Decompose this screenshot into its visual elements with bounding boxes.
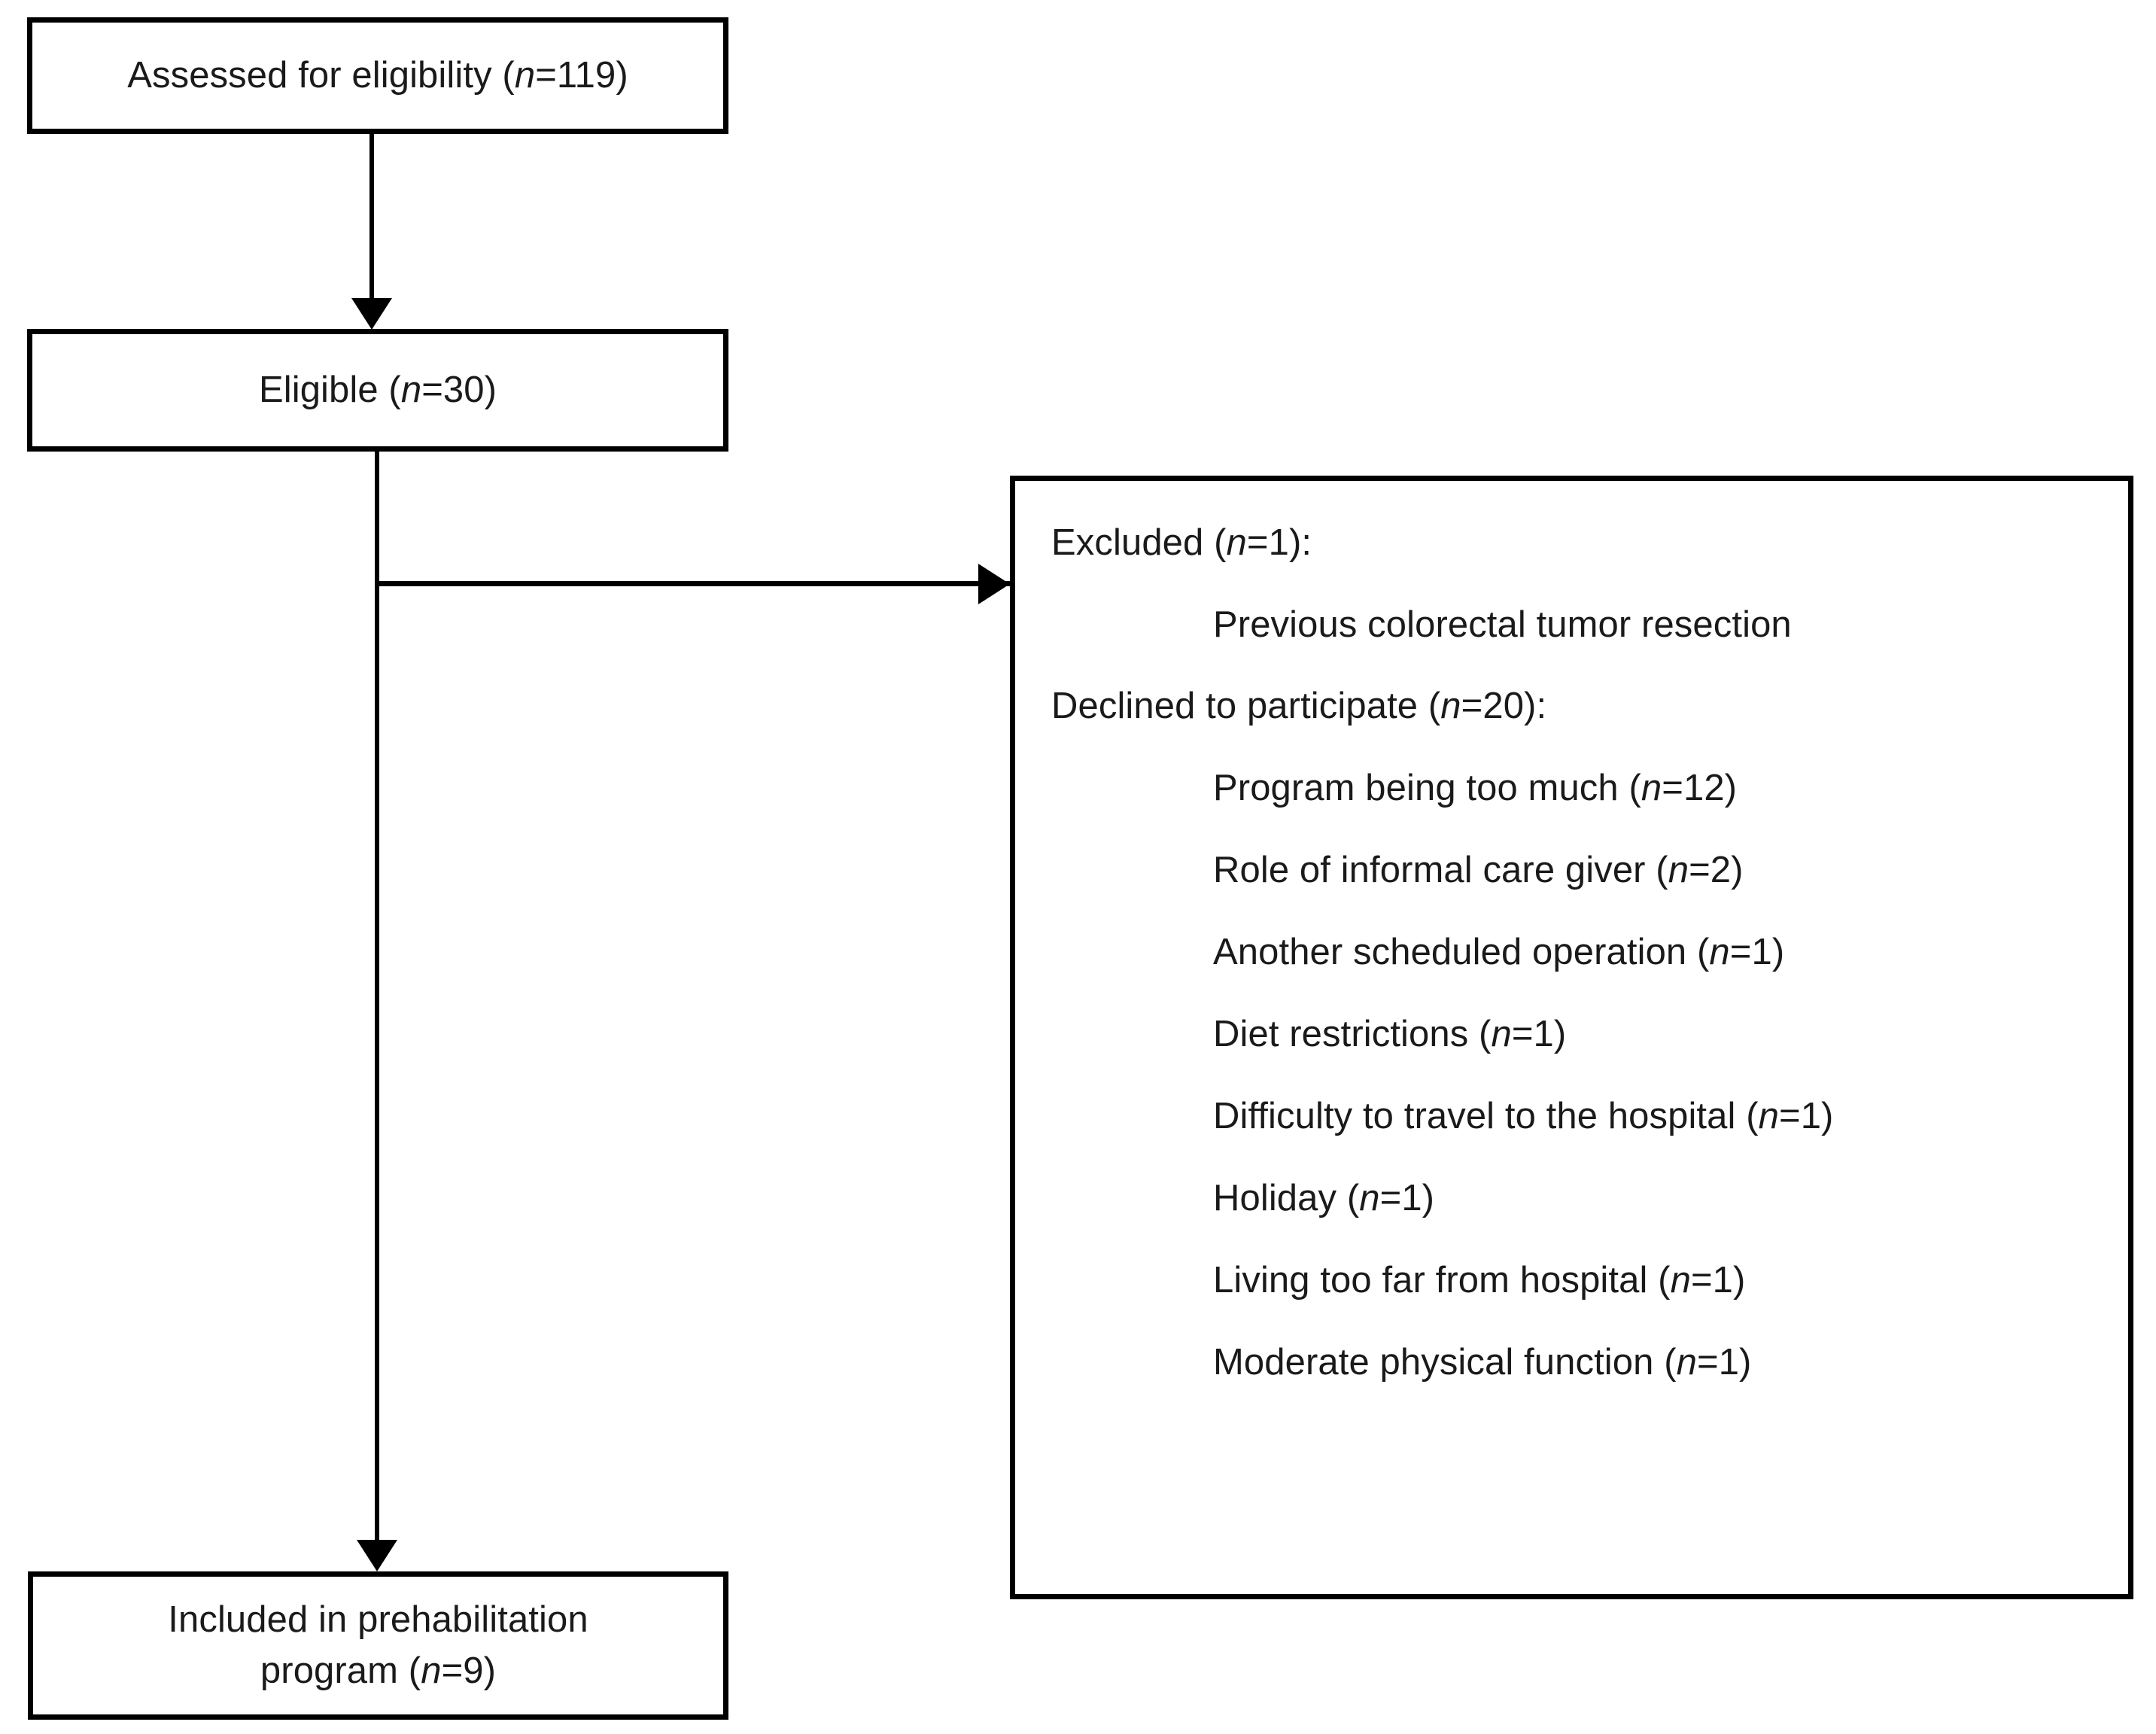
declined-header: Declined to participate (n=20):: [1051, 686, 1547, 726]
declined-reason-item-informal-care-giver: Role of informal care giver (n=2): [1213, 850, 1744, 890]
declined-reason-item-diet-restrictions: Diet restrictions (n=1): [1213, 1014, 1567, 1054]
node-assessed-label: Assessed for eligibility (n=119): [127, 54, 628, 96]
node-included-label-line1: Included in prehabilitation: [168, 1599, 588, 1640]
declined-reason-item-another-operation: Another scheduled operation (n=1): [1213, 932, 1785, 972]
connector-eligible-to-excluded-arrowhead: [978, 564, 1010, 604]
node-included-label: Included in prehabilitation program (n=9…: [154, 1595, 601, 1696]
connector-assessed-to-eligible-arrowhead: [351, 298, 392, 330]
declined-reason-item-program-too-much: Program being too much (n=12): [1213, 768, 1738, 808]
declined-reason-item-difficulty-travel: Difficulty to travel to the hospital (n=…: [1213, 1096, 1834, 1136]
node-assessed-for-eligibility: Assessed for eligibility (n=119): [27, 17, 728, 134]
node-eligible-label: Eligible (n=30): [258, 369, 497, 410]
connector-eligible-to-included-arrowhead: [357, 1540, 397, 1571]
node-excluded-panel: Excluded (n=1): Previous colorectal tumo…: [1010, 476, 2133, 1599]
excluded-header: Excluded (n=1):: [1051, 522, 1312, 563]
declined-reason-item-moderate-physical-function: Moderate physical function (n=1): [1213, 1342, 1752, 1383]
node-included-in-program: Included in prehabilitation program (n=9…: [28, 1571, 728, 1720]
declined-reason-item-living-too-far: Living too far from hospital (n=1): [1213, 1260, 1746, 1300]
connector-eligible-to-included-line: [375, 452, 379, 1541]
excluded-reason-item: Previous colorectal tumor resection: [1213, 604, 1792, 645]
node-eligible: Eligible (n=30): [27, 329, 728, 452]
connector-assessed-to-eligible-line: [369, 134, 374, 301]
declined-reason-item-holiday: Holiday (n=1): [1213, 1178, 1435, 1218]
connector-eligible-to-excluded-line: [375, 581, 1018, 586]
node-included-label-line2: program (n=9): [260, 1650, 497, 1691]
